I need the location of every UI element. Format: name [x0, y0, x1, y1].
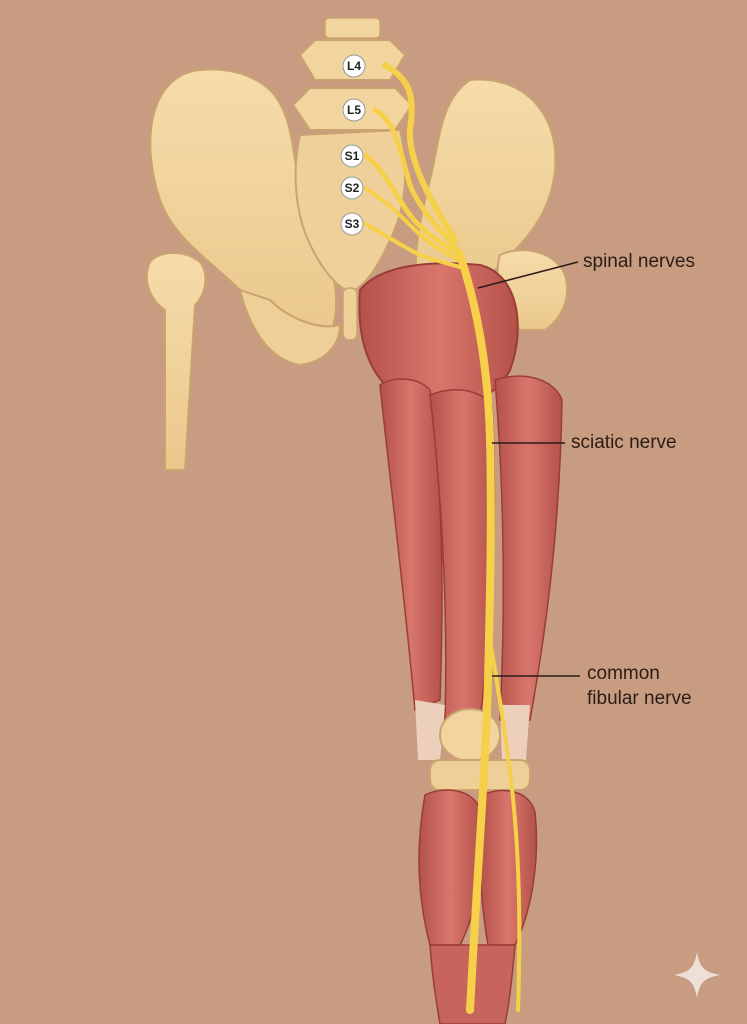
label-spinal-nerves: spinal nerves — [583, 251, 695, 272]
svg-text:S3: S3 — [345, 217, 360, 231]
hamstring-medial — [379, 378, 443, 712]
sparkle-icon — [674, 952, 720, 998]
leader-line-spinal-nerves — [477, 261, 579, 289]
label-common-fibular-line1: common — [587, 663, 660, 684]
label-sciatic-nerve: sciatic nerve — [571, 432, 677, 453]
left-femur-head — [145, 252, 207, 471]
gastrocnemius-lateral — [479, 789, 538, 946]
knee-tendon-medial — [415, 700, 445, 760]
vertebra-label-s1: S1 — [340, 144, 364, 168]
vertebra-label-l5: L5 — [342, 98, 366, 122]
vertebra-top-stub — [324, 17, 381, 39]
hamstring-lateral — [494, 375, 563, 721]
common-fibular-nerve — [488, 638, 522, 1012]
vertebra-label-s3: S3 — [340, 212, 364, 236]
svg-text:L4: L4 — [347, 59, 361, 73]
coccyx — [342, 287, 358, 341]
label-common-fibular-line2: fibular nerve — [587, 688, 692, 709]
femoral-condyle — [439, 708, 501, 762]
vertebra-label-l4: L4 — [342, 54, 366, 78]
left-ischium — [238, 288, 342, 367]
svg-text:S1: S1 — [345, 149, 360, 163]
sciatic-nerve — [456, 251, 495, 1014]
svg-text:S2: S2 — [345, 181, 360, 195]
svg-text:L5: L5 — [347, 103, 361, 117]
spinal-nerve-roots — [360, 62, 466, 270]
vertebra-label-s2: S2 — [340, 176, 364, 200]
